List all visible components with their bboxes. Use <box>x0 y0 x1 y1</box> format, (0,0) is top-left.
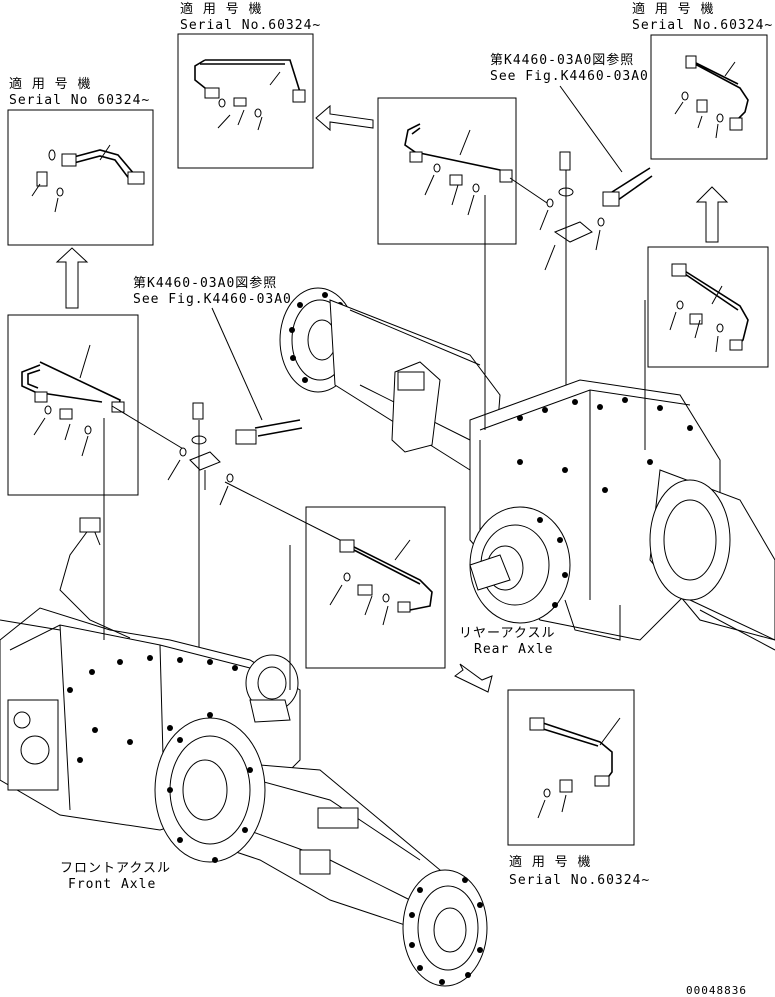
front-axle-label-jp: フロントアクスル <box>60 861 171 876</box>
serial-label-jp-top-center: 適 用 号 機 <box>180 1 262 17</box>
serial-label-jp-bottom-right: 適 用 号 機 <box>509 854 591 870</box>
detail-box-left-top <box>7 109 154 246</box>
front-axle-label-en: Front Axle <box>68 877 156 892</box>
hose-fitting-middle <box>235 419 303 445</box>
detail-box-top-center <box>177 33 314 169</box>
drawing-number: 00048836 <box>686 984 747 997</box>
detail-box-bottom-right <box>507 689 635 846</box>
reference-label-jp-top: 第K4460-03A0図参照 <box>490 52 634 68</box>
detail-box-center-lower <box>224 481 446 669</box>
serial-label-en-left: Serial No 60324~ <box>9 93 150 108</box>
bolt-bracket-middle <box>167 402 234 650</box>
reference-label-en-top: See Fig.K4460-03A0 <box>490 69 649 84</box>
serial-label-en-bottom-right: Serial No.60324~ <box>509 873 650 888</box>
hose-fitting-top <box>602 167 653 207</box>
front-axle <box>0 517 488 987</box>
rear-axle-label-en: Rear Axle <box>474 642 553 657</box>
arrow-left-top <box>315 104 374 132</box>
reference-leader-top <box>559 85 623 173</box>
reference-label-en-middle: See Fig.K4460-03A0 <box>133 292 292 307</box>
detail-box-top-right <box>650 34 768 160</box>
arrow-up-right <box>695 186 729 243</box>
detail-box-right-middle <box>647 246 769 368</box>
reference-leader-middle <box>211 307 263 421</box>
detail-box-left-middle <box>7 314 186 496</box>
arrow-up-left <box>55 247 89 309</box>
serial-label-en-top-center: Serial No.60324~ <box>180 18 321 33</box>
detail-box-upper-middle <box>377 97 551 245</box>
serial-label-jp-top-right: 適 用 号 機 <box>632 1 714 17</box>
serial-label-jp-left: 適 用 号 機 <box>9 76 91 92</box>
serial-label-en-top-right: Serial No.60324~ <box>632 18 773 33</box>
rear-axle-label-jp: リヤーアクスル <box>459 626 555 641</box>
reference-label-jp-middle: 第K4460-03A0図参照 <box>133 275 277 291</box>
arrow-down-right <box>454 663 493 693</box>
rear-axle <box>279 287 775 651</box>
